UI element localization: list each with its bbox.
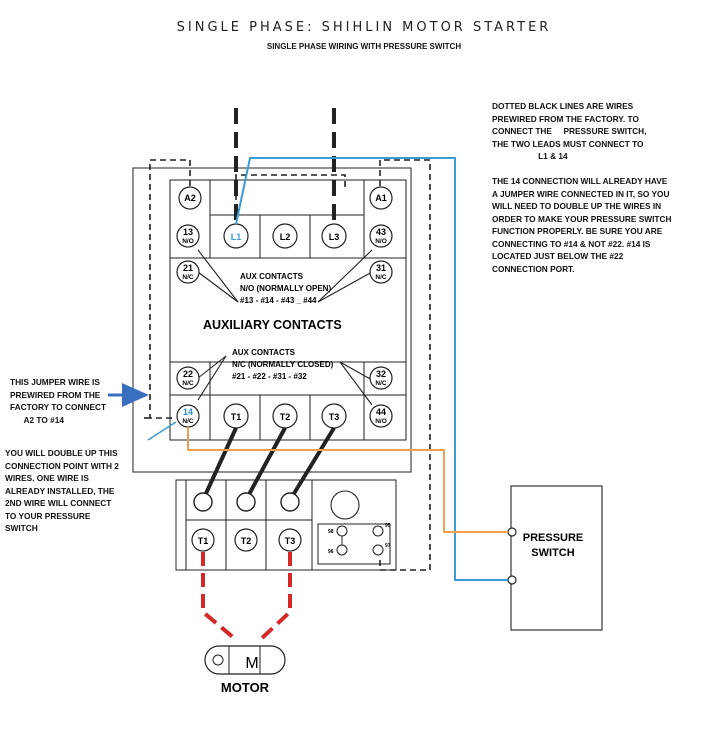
svg-text:N/C: N/C bbox=[375, 380, 387, 387]
svg-text:A2: A2 bbox=[184, 193, 196, 203]
terminal-21[interactable]: 21 N/C bbox=[176, 260, 200, 284]
overload-aux-contacts: 98 96 95 97 bbox=[328, 523, 391, 556]
svg-text:L3: L3 bbox=[329, 232, 340, 242]
svg-text:N/O: N/O bbox=[182, 238, 194, 245]
aux-contacts-labels: AUX CONTACTS N/O (NORMALLY OPEN) #13 - #… bbox=[203, 272, 342, 381]
terminal-t3[interactable]: T3 bbox=[321, 403, 347, 429]
svg-text:22: 22 bbox=[183, 369, 193, 379]
svg-text:AUX CONTACTS: AUX CONTACTS bbox=[232, 348, 296, 357]
svg-text:N/O (NORMALLY OPEN): N/O (NORMALLY OPEN) bbox=[240, 284, 331, 293]
contactor-frame bbox=[169, 179, 407, 441]
double-up-pointer bbox=[147, 421, 177, 441]
auxiliary-contacts-heading: AUXILIARY CONTACTS bbox=[203, 318, 342, 332]
overload-t3[interactable]: T3 bbox=[278, 528, 302, 552]
pressure-switch-terminal-1[interactable] bbox=[507, 527, 517, 537]
motor-symbol: M bbox=[245, 655, 258, 672]
terminal-43[interactable]: 43 N/O bbox=[369, 224, 393, 248]
svg-text:43: 43 bbox=[376, 227, 386, 237]
svg-text:PRESSURE: PRESSURE bbox=[523, 532, 584, 544]
terminal-22[interactable]: 22 N/C bbox=[176, 366, 200, 390]
svg-text:T2: T2 bbox=[241, 536, 252, 546]
terminal-a2[interactable]: A2 bbox=[178, 186, 202, 210]
terminal-44[interactable]: 44 N/O bbox=[369, 404, 393, 428]
svg-text:#13 - #14 - #43 _ #44: #13 - #14 - #43 _ #44 bbox=[240, 296, 317, 305]
svg-text:T1: T1 bbox=[198, 536, 209, 546]
svg-text:44: 44 bbox=[376, 407, 386, 417]
svg-text:N/C: N/C bbox=[182, 418, 194, 425]
svg-text:95: 95 bbox=[385, 523, 391, 529]
svg-text:21: 21 bbox=[183, 263, 193, 273]
terminal-l1[interactable]: L1 bbox=[223, 223, 249, 249]
svg-text:N/O: N/O bbox=[375, 418, 387, 425]
svg-text:13: 13 bbox=[183, 227, 193, 237]
svg-text:L1: L1 bbox=[231, 232, 242, 242]
svg-text:A1: A1 bbox=[375, 193, 387, 203]
terminal-31[interactable]: 31 N/C bbox=[369, 260, 393, 284]
diagram-title: SINGLE PHASE: SHIHLIN MOTOR STARTER bbox=[176, 20, 552, 35]
terminal-32[interactable]: 32 N/C bbox=[369, 366, 393, 390]
svg-text:N/O: N/O bbox=[375, 238, 387, 245]
aux-pointer-lines bbox=[197, 249, 373, 406]
svg-text:T2: T2 bbox=[280, 412, 291, 422]
svg-text:N/C: N/C bbox=[375, 274, 387, 281]
svg-text:14: 14 bbox=[183, 407, 193, 417]
svg-text:T1: T1 bbox=[231, 412, 242, 422]
note-jumper-wire: THIS JUMPER WIRE IS PREWIRED FROM THE FA… bbox=[10, 377, 107, 425]
overload-t1[interactable]: T1 bbox=[191, 528, 215, 552]
motor-label: MOTOR bbox=[221, 680, 270, 695]
svg-text:31: 31 bbox=[376, 263, 386, 273]
note-double-up: YOU WILL DOUBLE UP THIS CONNECTION POINT… bbox=[5, 448, 119, 533]
motor: M MOTOR bbox=[204, 645, 286, 695]
svg-text:97: 97 bbox=[385, 543, 391, 549]
overload-input-lugs bbox=[193, 492, 300, 512]
svg-text:98: 98 bbox=[328, 529, 334, 535]
blue-wire-l1 bbox=[235, 157, 508, 581]
factory-prewired-jumpers bbox=[140, 159, 431, 571]
terminal-t1[interactable]: T1 bbox=[223, 403, 249, 429]
svg-text:T3: T3 bbox=[329, 412, 340, 422]
overload-relay bbox=[175, 479, 397, 571]
svg-text:SWITCH: SWITCH bbox=[531, 547, 574, 559]
note-dotted-lines: DOTTED BLACK LINES ARE WIRES PREWIRED FR… bbox=[492, 101, 647, 161]
svg-text:AUX CONTACTS: AUX CONTACTS bbox=[240, 272, 304, 281]
overload-reset-button[interactable] bbox=[330, 490, 360, 520]
terminal-14[interactable]: 14 N/C bbox=[176, 404, 200, 428]
note-connection-14: THE 14 CONNECTION WILL ALREADY HAVE A JU… bbox=[492, 176, 672, 274]
motor-leads bbox=[201, 552, 292, 640]
svg-text:L2: L2 bbox=[280, 232, 291, 242]
svg-text:96: 96 bbox=[328, 549, 334, 555]
pressure-switch-terminal-2[interactable] bbox=[507, 575, 517, 585]
contactor-housing bbox=[132, 167, 412, 473]
svg-text:T3: T3 bbox=[285, 536, 296, 546]
pressure-switch: PRESSURE SWITCH bbox=[507, 485, 603, 631]
contactor-to-overload-wires bbox=[201, 426, 336, 502]
svg-text:#21 - #22 - #31 - #32: #21 - #22 - #31 - #32 bbox=[232, 372, 307, 381]
terminal-a1[interactable]: A1 bbox=[369, 186, 393, 210]
svg-text:N/C: N/C bbox=[182, 274, 194, 281]
terminal-l2[interactable]: L2 bbox=[272, 223, 298, 249]
overload-t2[interactable]: T2 bbox=[234, 528, 258, 552]
terminal-l3[interactable]: L3 bbox=[321, 223, 347, 249]
svg-text:N/C (NORMALLY CLOSED): N/C (NORMALLY CLOSED) bbox=[232, 360, 334, 369]
svg-text:32: 32 bbox=[376, 369, 386, 379]
terminal-t2[interactable]: T2 bbox=[272, 403, 298, 429]
terminal-13[interactable]: 13 N/O bbox=[176, 224, 200, 248]
diagram-subtitle: SINGLE PHASE WIRING WITH PRESSURE SWITCH bbox=[266, 42, 462, 51]
svg-text:N/C: N/C bbox=[182, 380, 194, 387]
orange-wire-14 bbox=[187, 427, 508, 533]
